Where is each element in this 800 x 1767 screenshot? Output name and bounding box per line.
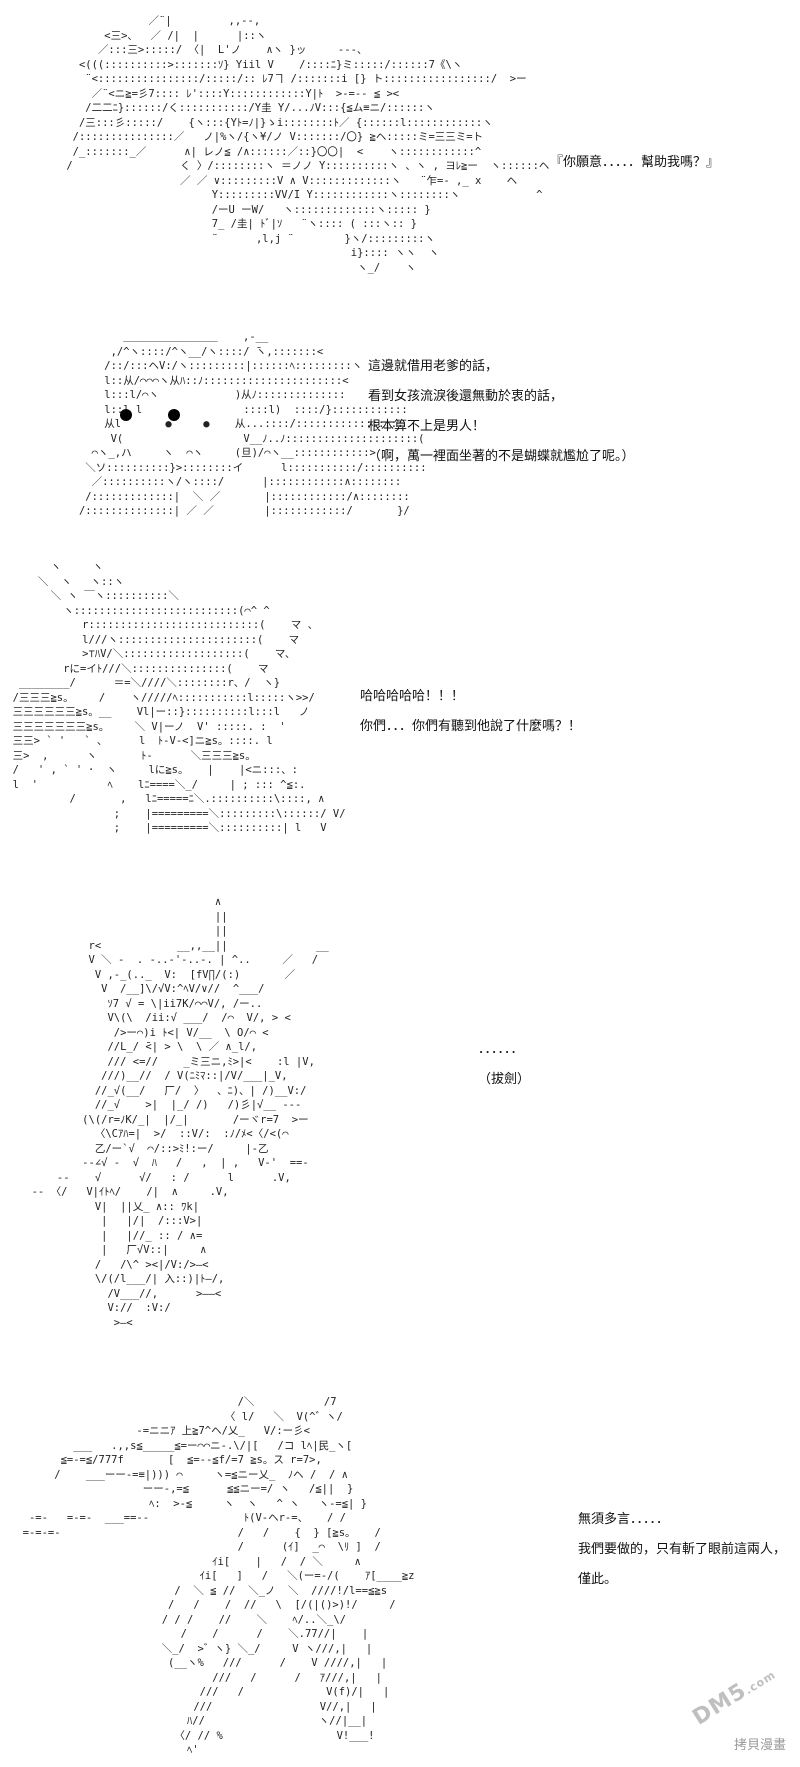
- dialog-line: 無須多言．．．．．: [578, 1512, 670, 1527]
- dialog-line: （啊，萬一裡面坐著的不是蝴蝶就尷尬了呢。）: [368, 449, 635, 464]
- dialog-line: 『你願意．．．．．幫助我嗎？』: [550, 155, 720, 170]
- dialog-2: 這邊就借用老爹的話， 看到女孩流淚後還無動於衷的話， 根本算不上是男人！ （啊，…: [368, 352, 635, 472]
- dialog-line: （拔劍）: [478, 1072, 531, 1087]
- dialog-line: 根本算不上是男人！: [368, 419, 486, 434]
- dialog-line: ．．．．．．: [478, 1042, 524, 1057]
- dialog-4: ．．．．．． （拔劍）: [478, 1035, 530, 1095]
- left-eye-icon: [120, 409, 132, 421]
- ascii-art-sword-robot: ∧ || || r< __,,__|| __ V ＼ - . -..-'-..-…: [31, 896, 329, 1329]
- watermark-logo-suffix: .com: [742, 1668, 779, 1697]
- dialog-3: 哈哈哈哈哈！！！ 你們．．．你們有聽到他說了什麼嗎？！: [360, 682, 581, 742]
- panel-2: ＿＿＿＿＿＿＿＿＿ ,-__ ,/^ヽ::::/^ヽ__/ヽ::::/ ̄ヽ,:…: [0, 320, 800, 550]
- panel-4: ∧ || || r< __,,__|| __ V ＼ - . -..-'-..-…: [0, 885, 800, 1385]
- dialog-line: 看到女孩流淚後還無動於衷的話，: [368, 389, 564, 404]
- dialog-1: 『你願意．．．．．幫助我嗎？』: [550, 148, 719, 178]
- watermark-caption: 拷貝漫畫: [733, 1738, 786, 1753]
- dialog-line: 你們．．．你們有聽到他說了什麼嗎？！: [360, 719, 582, 734]
- ascii-art-robot-wings: ／¨| ,,--, <三>、 ／ /| | |::ヽ ／:::三>:::::/ …: [66, 15, 550, 274]
- panel-3: ヽ ヽ ＼ ヽ ヽ::ヽ ＼ ヽ ￣ヽ::::::::::＼ ヽ::::::::…: [0, 550, 800, 880]
- watermark: DM5.com 拷貝漫畫: [688, 1668, 786, 1753]
- dialog-line: 哈哈哈哈哈！！！: [360, 689, 465, 704]
- ascii-art-laughing-robot: ヽ ヽ ＼ ヽ ヽ::ヽ ＼ ヽ ￣ヽ::::::::::＼ ヽ::::::::…: [12, 561, 346, 834]
- panel-1: ／¨| ,,--, <三>、 ／ /| | |::ヽ ／:::三>:::::/ …: [0, 0, 800, 320]
- dialog-line: 這邊就借用老爹的話，: [368, 359, 499, 374]
- dialog-line: 我們要做的，只有斬了眼前這兩人，: [578, 1542, 787, 1557]
- dialog-5: 無須多言．．．．． 我們要做的，只有斬了眼前這兩人， 僅此。: [578, 1505, 786, 1595]
- dialog-line: 僅此。: [578, 1572, 618, 1587]
- right-eye-icon: [168, 409, 180, 421]
- ascii-art-blob-character: ＿＿＿＿＿＿＿＿＿ ,-__ ,/^ヽ::::/^ヽ__/ヽ::::/ ̄ヽ,:…: [78, 331, 427, 517]
- panel-5: /＼ /7 〈 l/ ＼ V(^゛ヽ/ -=ニニｱ 上≧7^ヘ/乂_ V/:ー彡…: [0, 1385, 800, 1767]
- ascii-art-lunging-robot: /＼ /7 〈 l/ ＼ V(^゛ヽ/ -=ニニｱ 上≧7^ヘ/乂_ V/:ー彡…: [22, 1396, 415, 1756]
